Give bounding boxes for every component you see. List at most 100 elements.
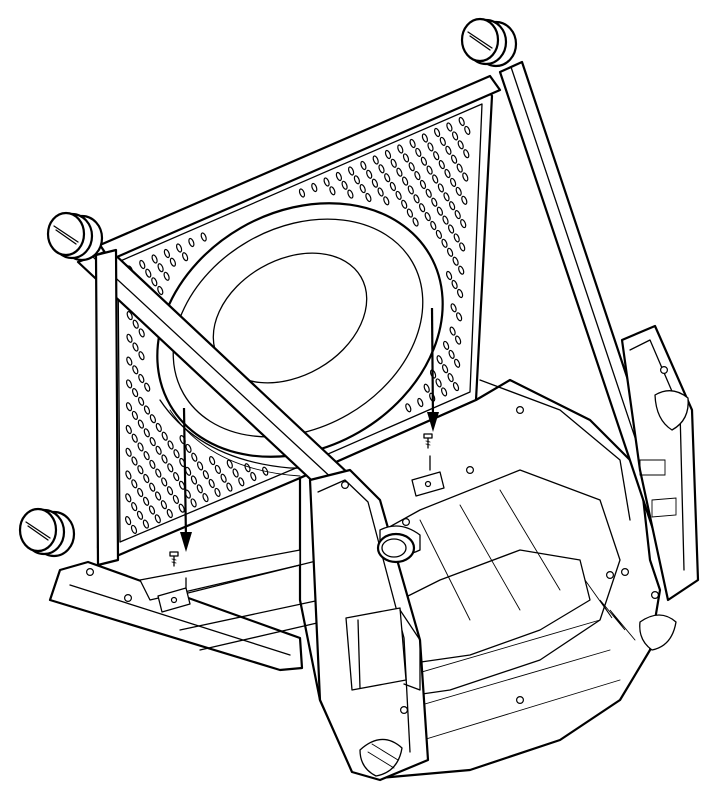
ventilation-hole <box>455 186 462 196</box>
ventilation-hole <box>442 215 449 225</box>
ventilation-hole <box>402 153 410 163</box>
ventilation-hole <box>154 491 162 501</box>
ventilation-hole <box>365 192 372 203</box>
ventilation-hole <box>166 508 173 519</box>
ventilation-hole <box>459 242 466 252</box>
rivet <box>515 406 524 415</box>
ventilation-hole <box>384 149 392 160</box>
ventilation-hole <box>149 414 157 424</box>
ventilation-hole <box>456 288 464 299</box>
bottom-corner-joint <box>359 738 403 777</box>
ventilation-hole <box>408 162 415 172</box>
ventilation-hole <box>137 465 144 475</box>
ventilation-hole <box>415 147 422 157</box>
ventilation-hole <box>464 125 471 135</box>
ventilation-hole <box>390 158 397 168</box>
ventilation-hole <box>167 440 174 450</box>
ventilation-hole <box>167 463 174 473</box>
ventilation-hole <box>138 328 145 338</box>
ventilation-hole <box>131 456 138 466</box>
ventilation-hole <box>125 424 132 435</box>
ventilation-hole <box>341 180 348 190</box>
ventilation-hole <box>131 410 139 420</box>
ventilation-hole <box>125 470 132 480</box>
right-corner-cap <box>639 614 677 651</box>
ventilation-hole <box>454 210 461 220</box>
ventilation-hole <box>455 312 463 322</box>
ventilation-hole <box>169 257 177 267</box>
ventilation-hole <box>452 256 459 266</box>
ventilation-hole <box>178 480 186 490</box>
ventilation-hole <box>396 167 403 177</box>
ventilation-hole <box>405 403 412 413</box>
ventilation-hole <box>132 319 139 329</box>
ventilation-hole <box>452 382 460 392</box>
ventilation-hole <box>132 342 139 352</box>
ventilation-hole <box>138 351 145 361</box>
ventilation-hole <box>191 452 198 462</box>
ventilation-hole <box>424 212 431 222</box>
screw-right <box>423 433 433 449</box>
ventilation-hole <box>395 190 402 200</box>
rivet <box>659 366 668 375</box>
ventilation-hole <box>131 479 138 489</box>
ventilation-hole <box>443 192 450 202</box>
glides <box>18 17 518 564</box>
ventilation-hole <box>407 185 414 195</box>
ventilation-hole <box>414 171 421 181</box>
rivet <box>123 593 132 602</box>
ventilation-hole <box>125 379 133 389</box>
ventilation-hole <box>178 503 185 513</box>
rivet <box>341 481 350 490</box>
ventilation-hole <box>125 447 132 457</box>
ventilation-hole <box>397 144 404 154</box>
rivet <box>402 517 411 526</box>
ventilation-hole <box>157 263 164 273</box>
ventilation-hole <box>383 196 390 206</box>
ventilation-hole <box>435 229 443 239</box>
ventilation-hole <box>155 422 162 433</box>
ventilation-hole <box>142 519 150 529</box>
ventilation-hole <box>131 502 138 512</box>
ventilation-hole <box>433 151 440 161</box>
ventilation-hole <box>460 219 467 229</box>
ventilation-hole <box>438 160 445 170</box>
ventilation-hole <box>208 456 216 466</box>
ventilation-hole <box>441 364 449 374</box>
ventilation-hole <box>329 186 336 196</box>
ventilation-hole <box>200 232 207 242</box>
ventilation-hole <box>214 464 222 474</box>
ventilation-hole <box>190 475 198 485</box>
ventilation-hole <box>196 484 203 494</box>
ventilation-hole <box>420 156 428 166</box>
arrow-right <box>427 307 439 432</box>
ventilation-hole <box>449 177 457 187</box>
ventilation-hole <box>451 131 459 141</box>
ventilation-hole <box>439 136 446 146</box>
ventilation-hole <box>377 187 384 197</box>
ventilation-hole <box>444 168 451 179</box>
ventilation-hole <box>137 419 145 429</box>
ventilation-hole <box>446 247 454 257</box>
ventilation-hole <box>450 154 458 164</box>
ventilation-hole <box>145 268 152 278</box>
ventilation-hole <box>423 383 430 393</box>
ventilation-hole <box>131 388 139 398</box>
ventilation-hole <box>417 397 424 408</box>
ventilation-hole <box>226 459 233 469</box>
ventilation-hole <box>149 437 156 447</box>
ventilation-hole <box>173 472 180 482</box>
ventilation-hole <box>425 188 432 198</box>
ventilation-hole <box>448 201 456 211</box>
rivet <box>650 590 659 599</box>
ventilation-hole <box>220 473 227 483</box>
bracket-left <box>157 577 191 613</box>
ventilation-hole <box>445 145 452 155</box>
glide-right <box>376 532 416 564</box>
ventilation-hole <box>173 449 180 459</box>
ventilation-hole <box>457 140 464 150</box>
ventilation-hole <box>412 217 419 227</box>
ventilation-hole <box>384 173 391 183</box>
ventilation-hole <box>214 487 221 497</box>
